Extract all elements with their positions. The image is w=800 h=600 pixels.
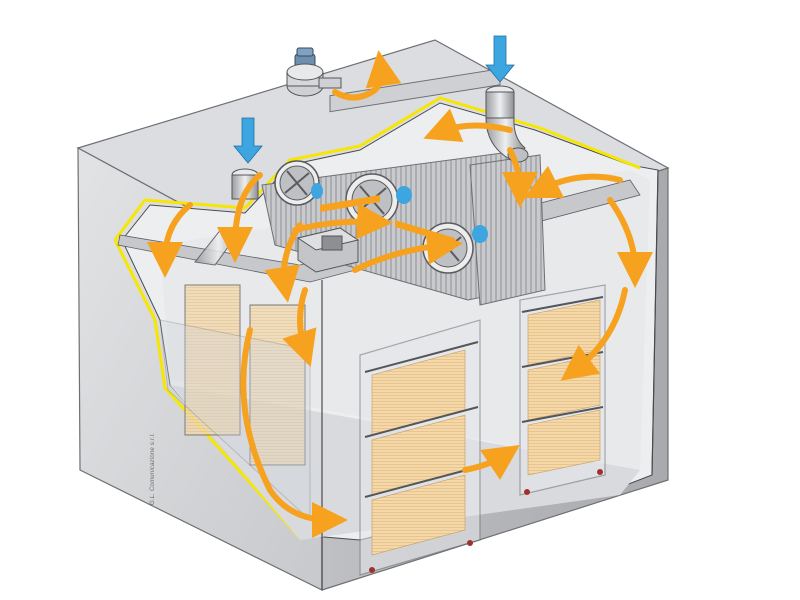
airflow-arrow-icon [560,287,628,381]
airflow-arrow-icon [240,327,348,538]
airflow-arrow-icon [292,203,393,240]
air-intake-arrows [233,35,515,164]
drying-rack-icon [184,284,241,436]
fan-drive-belt [320,195,380,212]
copyright-credit: G.L. Comunicazione s.r.l. [150,432,156,505]
trolley-rack-right [519,284,606,496]
product-stack [527,299,601,476]
drive-motor [296,227,360,273]
drying-racks-back [159,284,311,522]
airflow-arrow-icon [423,108,513,143]
airflow-arrow-icon [352,228,463,273]
airflow-arrow-icon [607,197,653,288]
airflow-arrow-icon [523,165,623,199]
airflow-arrow-icon [282,287,317,368]
airflow-arrow-icon [147,202,193,278]
air-intake-arrow-icon [485,35,515,83]
airflow-arrow-icon [462,445,520,480]
air-intake-arrow-icon [233,117,263,164]
insulation-edge [113,96,641,241]
airflow-arrow-icon [501,147,538,208]
cutaway-frame-edges [321,169,659,590]
product-stack [371,349,466,556]
axial-fan-icon [274,160,323,206]
trolley-wheels [524,469,603,495]
rack-shelf-bars [364,341,479,498]
trolley-wheels [369,540,473,573]
insulation-edge-left [113,239,302,540]
trolley-rack-front [359,319,481,576]
airflow-arrow-icon [217,172,263,263]
airflow-arrow-icon [332,50,402,101]
airflow-arrows [147,50,653,538]
exhaust-fan-icon [286,47,342,97]
